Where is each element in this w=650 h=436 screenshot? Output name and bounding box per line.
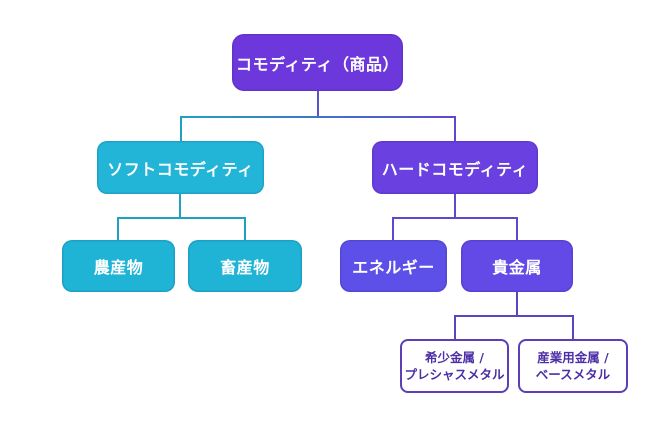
node-rare-metals-line1: 希少金属 / [425,349,484,365]
node-energy: エネルギー [340,240,447,292]
node-rare-metals-line2: プレシャスメタル [404,367,505,382]
node-agricultural-products: 農産物 [62,240,175,292]
node-livestock-products: 畜産物 [188,240,302,292]
node-industrial-metals-line2: ベースメタル [535,367,611,382]
node-industrial-metals-line1: 産業用金属 / [537,349,609,365]
node-industrial-metals: 産業用金属 / ベースメタル [518,339,628,393]
node-precious-metals: 貴金属 [461,240,573,292]
node-hard-commodity: ハードコモディティ [372,141,538,194]
node-soft-commodity: ソフトコモディティ [97,141,264,194]
node-commodity-root: コモディティ（商品） [232,34,403,91]
node-rare-metals: 希少金属 / プレシャスメタル [400,339,509,393]
